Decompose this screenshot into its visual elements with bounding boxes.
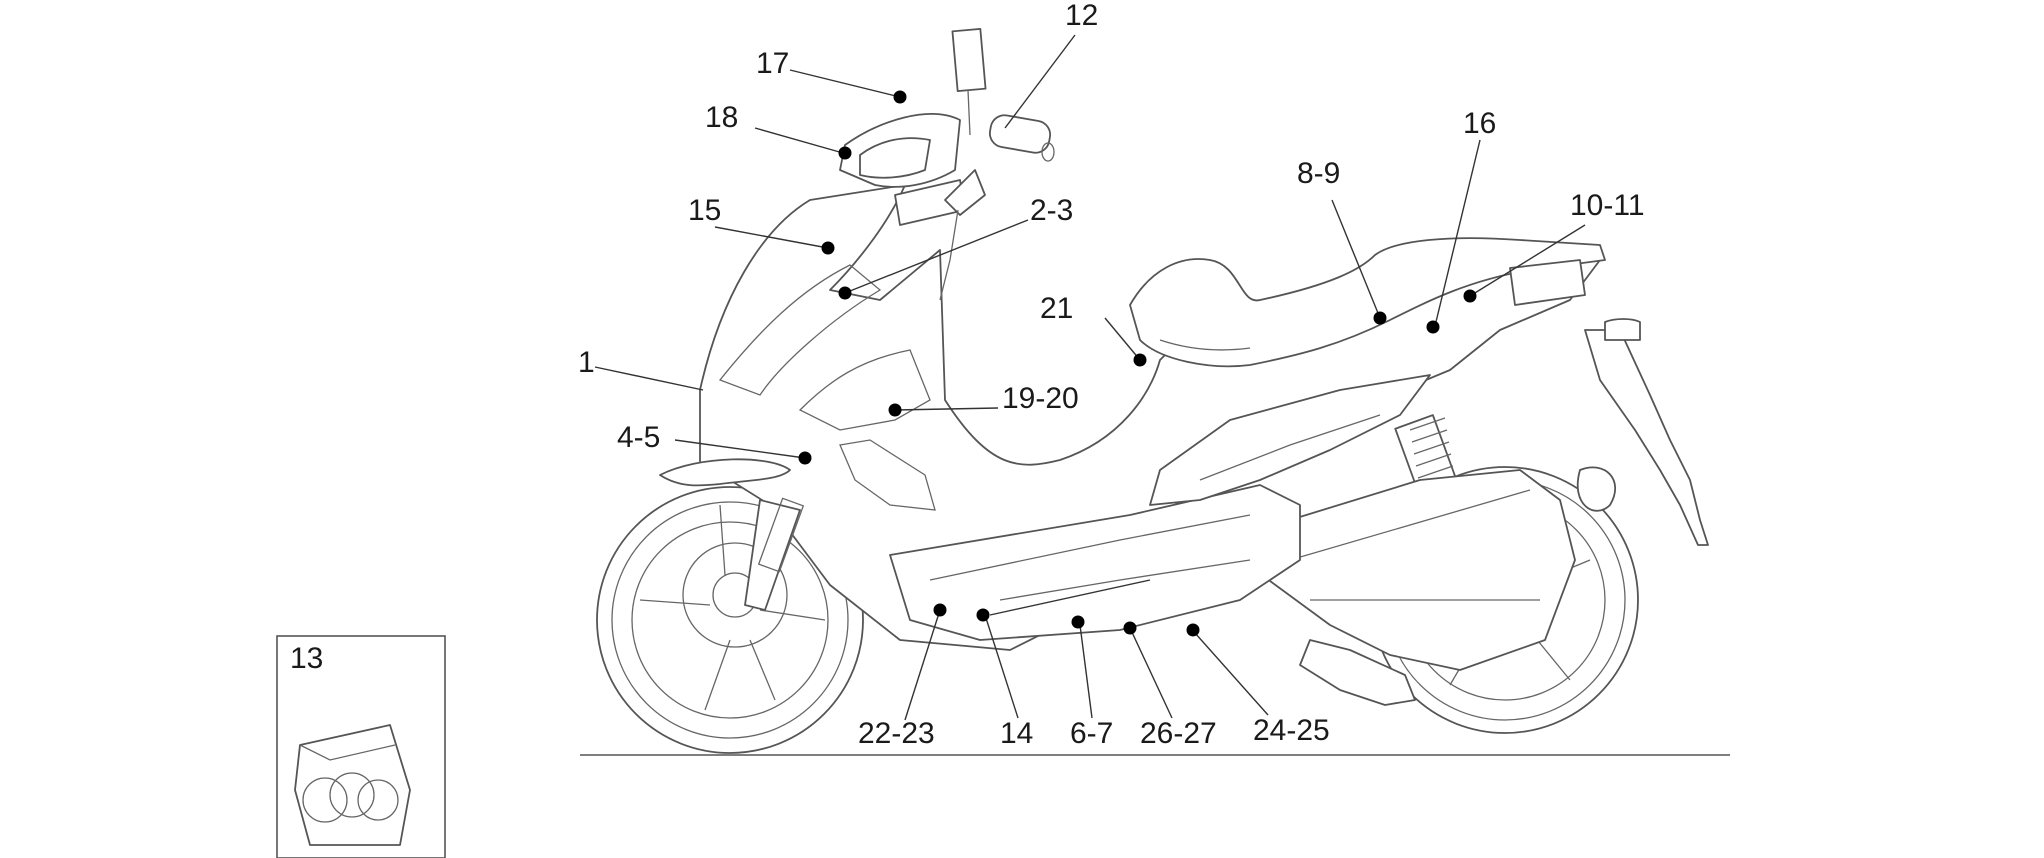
callout-label-10-11: 10-11	[1570, 189, 1645, 222]
decal-kit-icon	[294, 724, 411, 846]
callout-label-16: 16	[1463, 107, 1496, 140]
front-fender	[659, 458, 791, 487]
shock-absorber	[1394, 414, 1456, 491]
inset-box: 13	[276, 635, 446, 858]
callout-label-17: 17	[756, 47, 789, 80]
rear-mudguard	[1584, 329, 1709, 546]
callout-label-1: 1	[578, 346, 595, 379]
callout-label-15: 15	[688, 194, 721, 227]
callout-label-19-20: 19-20	[1002, 382, 1079, 415]
seat	[1129, 237, 1606, 368]
handlebar-assembly	[839, 27, 1055, 301]
exhaust	[1299, 639, 1416, 706]
callout-label-2-3: 2-3	[1030, 194, 1073, 227]
callout-label-12: 12	[1065, 0, 1098, 32]
callout-label-21: 21	[1040, 292, 1073, 325]
callout-label-6-7: 6-7	[1070, 717, 1113, 750]
leader-lines	[594, 34, 1586, 721]
front-wheel	[596, 486, 864, 754]
callout-label-22-23: 22-23	[858, 717, 935, 750]
callout-dots	[798, 90, 1477, 637]
callout-labels: 1 2-3 4-5 6-7 8-9 10-11 12 14 15 16 17 1…	[578, 0, 1645, 750]
front-fork	[744, 499, 801, 611]
callout-label-8-9: 8-9	[1297, 157, 1340, 190]
callout-label-18: 18	[705, 101, 738, 134]
callout-label-14: 14	[1000, 717, 1033, 750]
swingarm-engine	[1254, 469, 1576, 671]
callout-label-26-27: 26-27	[1140, 717, 1217, 750]
callout-label-24-25: 24-25	[1253, 714, 1330, 747]
callout-label-4-5: 4-5	[617, 421, 660, 454]
inset-label: 13	[290, 642, 323, 675]
